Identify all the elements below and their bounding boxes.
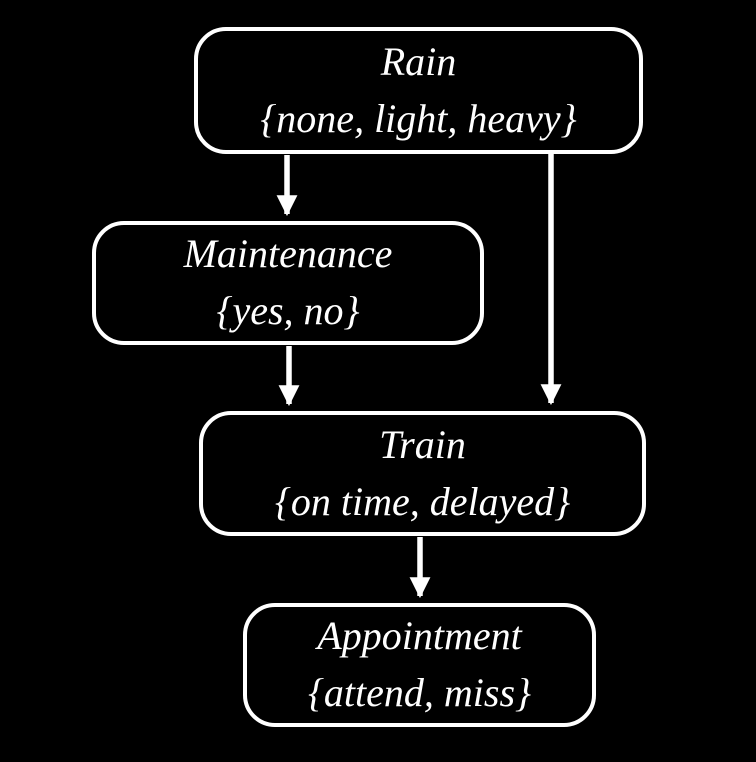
node-maintenance-label: Maintenance: [183, 231, 393, 277]
node-appointment-label: Appointment: [317, 613, 522, 659]
node-rain-label: Rain: [380, 38, 457, 84]
node-train: Train {on time, delayed}: [199, 411, 646, 536]
node-train-values: {on time, delayed}: [274, 478, 571, 524]
node-maintenance-values: {yes, no}: [216, 288, 360, 333]
node-rain: Rain {none, light, heavy}: [194, 27, 643, 154]
node-rain-values: {none, light, heavy}: [260, 95, 577, 141]
node-maintenance: Maintenance {yes, no}: [92, 221, 484, 345]
node-appointment: Appointment {attend, miss}: [243, 603, 596, 727]
node-appointment-values: {attend, miss}: [307, 670, 532, 715]
node-train-label: Train: [379, 421, 466, 467]
